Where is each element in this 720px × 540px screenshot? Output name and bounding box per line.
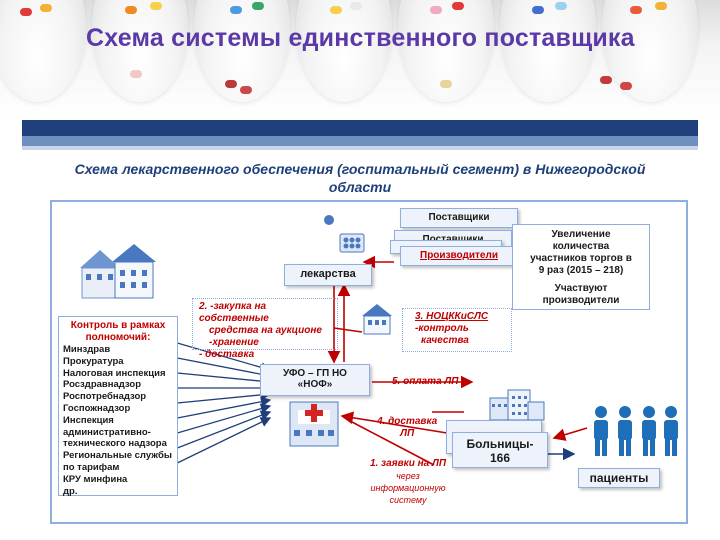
control-item: Роспотребнадзор [63, 391, 147, 403]
control-item: Региональные службы [63, 450, 172, 462]
page-title: Схема системы единственного поставщика [86, 24, 635, 52]
control-title-line: полномочий: [85, 332, 151, 343]
hospitals-line: Больницы- [466, 437, 534, 451]
government-buildings-icon [80, 244, 156, 299]
control-item: др. [63, 485, 78, 497]
step2-line: 2. -закупка на собственные [199, 301, 269, 324]
step3-line: 3. НОЦККиСЛС [415, 311, 489, 322]
participate-line: Участвуют [554, 283, 608, 294]
step3-box: 3. НОЦККиСЛС -контроль качества [402, 308, 512, 352]
step5-text: 5. оплата ЛП [392, 376, 459, 387]
step5-label: 5. оплата ЛП [392, 376, 458, 388]
ufo-nof-box: УФО – ГП НО «НОФ» [260, 364, 370, 396]
hospitals-line: 166 [489, 451, 511, 465]
ufo-line: «НОФ» [297, 379, 333, 390]
slide-header-bar [22, 120, 698, 136]
step2-line: - доставка [199, 349, 255, 360]
drugs-label: лекарства [300, 268, 356, 280]
control-item: Росздравнадзор [63, 379, 141, 391]
control-item: Налоговая инспекция [63, 367, 166, 379]
ufo-line: УФО – ГП НО [283, 368, 347, 379]
diagram-frame [50, 200, 688, 524]
step4-text: ЛП [400, 428, 415, 439]
header-banner [0, 0, 720, 118]
step1-text: через [396, 471, 420, 481]
step2-box: 2. -закупка на собственные средства на а… [192, 298, 338, 360]
participate-line: производители [542, 295, 620, 306]
control-item: административно- [63, 426, 151, 438]
control-item: КРУ минфина [63, 473, 128, 485]
step1-text: 1. заявки на ЛП [369, 458, 447, 469]
control-item: Госпожнадзор [63, 402, 131, 414]
drugs-box: лекарства [284, 264, 372, 286]
control-arrows [166, 339, 272, 469]
slide-header-bar [22, 146, 698, 150]
control-item: по тарифам [63, 461, 120, 473]
hospital-icon [289, 401, 339, 447]
suppliers-label: Поставщики [428, 212, 490, 223]
step4-label: 4. доставка ЛП [377, 416, 437, 440]
lab-building-icon [362, 304, 392, 335]
control-item: Минздрав [63, 344, 111, 355]
diagram-graphics [80, 215, 678, 469]
increase-line: количества [552, 241, 610, 252]
step2-line: средства на аукционе [209, 325, 322, 336]
slide-subtitle-line: Схема лекарственного обеспечения (госпит… [74, 161, 646, 177]
slide-header-bar [22, 136, 698, 146]
increase-line: 9 раз (2015 – 218) [538, 265, 624, 276]
pills-icon [324, 215, 365, 253]
step1-text: информационную [370, 483, 446, 493]
hospitals-buildings-icon [489, 389, 545, 421]
control-title-line: Контроль в рамках [70, 320, 166, 331]
control-authorities-box: Контроль в рамках полномочий: Минздрав П… [58, 316, 178, 497]
patients-box: пациенты [578, 468, 660, 488]
manufacturers-label: Производители [420, 250, 498, 261]
step2-line: -хранение [209, 337, 259, 348]
control-item: технического надзора [63, 438, 167, 450]
pill-bowl-image [0, 0, 86, 102]
manufacturers-box: Производители [400, 246, 518, 266]
control-item: Инспекция [63, 414, 114, 426]
step3-line: -контроль [415, 323, 469, 334]
suppliers-box: Поставщики [400, 208, 518, 228]
patients-people-icon [594, 406, 678, 456]
diagram-slide: Схема лекарственного обеспечения (госпит… [22, 120, 698, 524]
slide-subtitle-line: области [328, 179, 392, 195]
increase-line: участников торгов в [530, 253, 632, 264]
slide-subtitle: Схема лекарственного обеспечения (госпит… [22, 160, 698, 196]
step3-line: качества [421, 335, 469, 346]
step1-text: систему [389, 495, 427, 505]
patients-label: пациенты [589, 471, 649, 485]
hospitals-box: Больницы- 166 [452, 432, 548, 468]
step4-text: 4. доставка [377, 416, 438, 427]
suppliers-label: Поставщики [422, 234, 483, 245]
participants-increase-box: Увеличение количества участников торгов … [512, 224, 650, 310]
step1-label: 1. заявки на ЛП через информационную сис… [358, 458, 458, 506]
increase-line: Увеличение [551, 229, 611, 240]
control-item: Прокуратура [63, 355, 124, 367]
